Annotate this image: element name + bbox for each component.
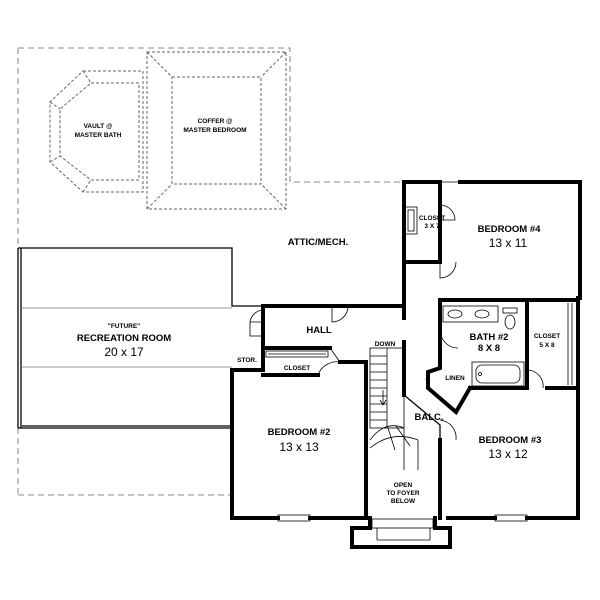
closet-bed3-shelf — [567, 303, 573, 385]
stor-label: STOR. — [237, 357, 257, 364]
vault-hip-outline — [49, 70, 144, 193]
vault-label-line1: VAULT @ — [84, 123, 113, 130]
exterior-walls — [230, 180, 582, 520]
bedroom2-name: BEDROOM #2 — [268, 427, 331, 438]
vault-label: VAULT @ MASTER BATH — [75, 123, 122, 139]
bedroom3-name: BEDROOM #3 — [479, 435, 542, 446]
roof-outline — [17, 47, 404, 496]
foyer-bay — [350, 516, 452, 549]
bath2-label: BATH #2 8 X 8 — [470, 332, 509, 354]
closet-bed4-name: CLOSET — [419, 215, 445, 222]
coffer-label-line1: COFFER @ — [198, 118, 233, 125]
closet-bed3-label: CLOSET 5 X 8 — [534, 333, 560, 349]
down-label: DOWN — [375, 341, 396, 348]
closet-bed3-size: 5 X 8 — [539, 342, 555, 349]
windows — [277, 514, 528, 522]
closet-bed2-label: CLOSET — [284, 365, 310, 372]
closet-bed4-shelf — [404, 206, 418, 235]
recreation-size: 20 x 17 — [104, 345, 144, 359]
recreation-note: "FUTURE" — [108, 323, 141, 330]
bath-fixtures — [442, 305, 525, 387]
coffer-label: COFFER @ MASTER BEDROOM — [183, 118, 246, 134]
coffer-label-line2: MASTER BEDROOM — [183, 127, 246, 134]
doors — [249, 181, 544, 441]
linen-label: LINEN — [445, 375, 465, 382]
bedroom2-size: 13 x 13 — [279, 440, 319, 454]
recreation-room-outline — [17, 247, 263, 429]
open-foyer-line1: OPEN — [394, 482, 413, 489]
bedroom3-label: BEDROOM #3 13 x 12 — [479, 435, 542, 461]
closet-bed2-shelf — [265, 350, 329, 358]
bedroom4-size: 13 x 11 — [489, 236, 528, 250]
bedroom2-label: BEDROOM #2 13 x 13 — [268, 427, 331, 454]
bedroom3-size: 13 x 12 — [488, 447, 528, 461]
bedroom4-label: BEDROOM #4 13 x 11 — [478, 224, 542, 250]
bath2-size: 8 X 8 — [478, 343, 500, 354]
bedroom4-name: BEDROOM #4 — [478, 224, 542, 235]
closet-bed4-label: CLOSET 3 X 7 — [419, 215, 445, 230]
balc-label: BALC. — [414, 412, 443, 423]
bath2-name: BATH #2 — [470, 332, 509, 343]
open-foyer-line3: BELOW — [391, 498, 416, 505]
open-foyer-label: OPEN TO FOYER BELOW — [386, 482, 419, 505]
closet-bed4-size: 3 X 7 — [424, 223, 440, 230]
recreation-name: RECREATION ROOM — [77, 333, 171, 344]
balcony-railing — [403, 348, 473, 440]
coffer-hip-outline — [146, 51, 287, 210]
hall-label: HALL — [306, 325, 332, 336]
closet-bed3-name: CLOSET — [534, 333, 560, 340]
recreation-label: "FUTURE" RECREATION ROOM 20 x 17 — [77, 323, 171, 359]
staircase — [369, 347, 419, 470]
vault-label-line2: MASTER BATH — [75, 132, 122, 139]
attic-label: ATTIC/MECH. — [288, 237, 349, 248]
open-foyer-line2: TO FOYER — [386, 490, 419, 497]
